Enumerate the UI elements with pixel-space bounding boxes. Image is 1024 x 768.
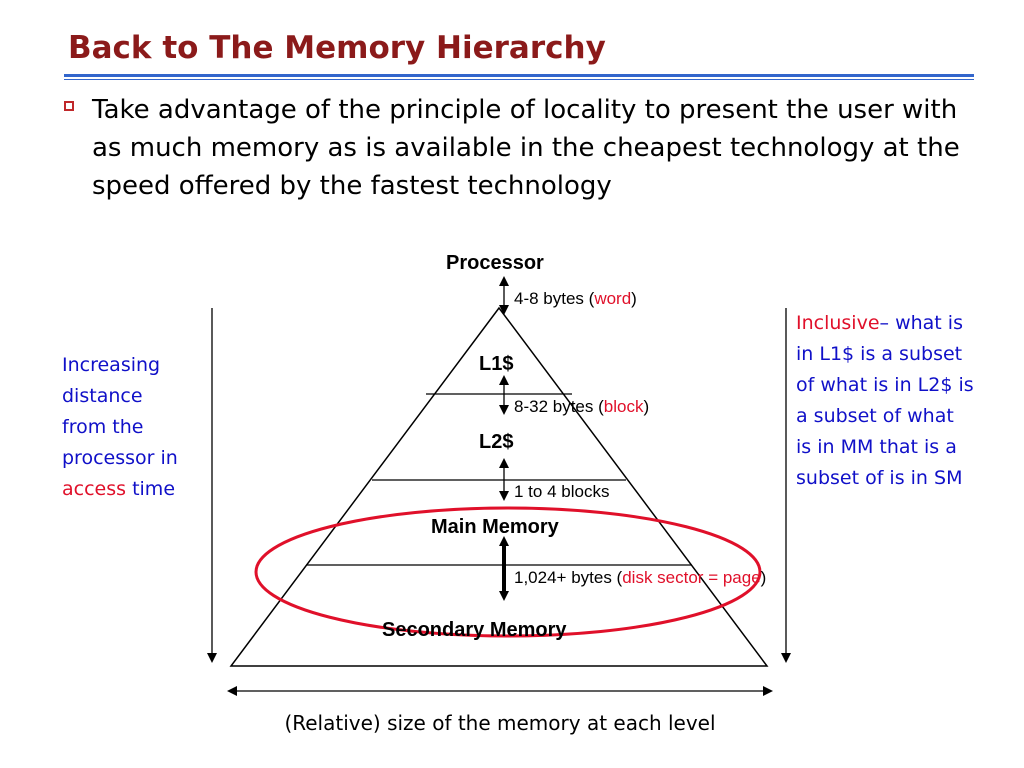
bullet-text: Take advantage of the principle of local… xyxy=(92,95,960,201)
transfer-label-2: 8-32 bytes (block) xyxy=(514,397,650,416)
level-l2: L2$ xyxy=(479,431,514,453)
pyramid-outline xyxy=(229,306,769,667)
level-l1: L1$ xyxy=(479,353,514,375)
level-processor: Processor xyxy=(446,252,544,274)
transfer-label-1: 4-8 bytes (word) xyxy=(514,289,637,308)
page-title: Back to The Memory Hierarchy xyxy=(68,30,606,66)
inclusive-note: Inclusive– what is in L1$ is a subset of… xyxy=(796,312,974,489)
title-underline-thin xyxy=(64,79,974,80)
bullet-square-icon xyxy=(64,101,74,111)
transfer-label-3: 1 to 4 blocks xyxy=(514,482,610,501)
level-main-memory: Main Memory xyxy=(431,516,559,538)
transfer-label-4: 1,024+ bytes (disk sector = page) xyxy=(514,568,767,587)
size-caption: (Relative) size of the memory at each le… xyxy=(284,711,716,735)
title-underline xyxy=(64,74,974,77)
distance-note: Increasing distance from the processor i… xyxy=(62,354,178,500)
level-secondary-memory: Secondary Memory xyxy=(382,619,567,641)
highlight-ellipse xyxy=(254,506,762,638)
